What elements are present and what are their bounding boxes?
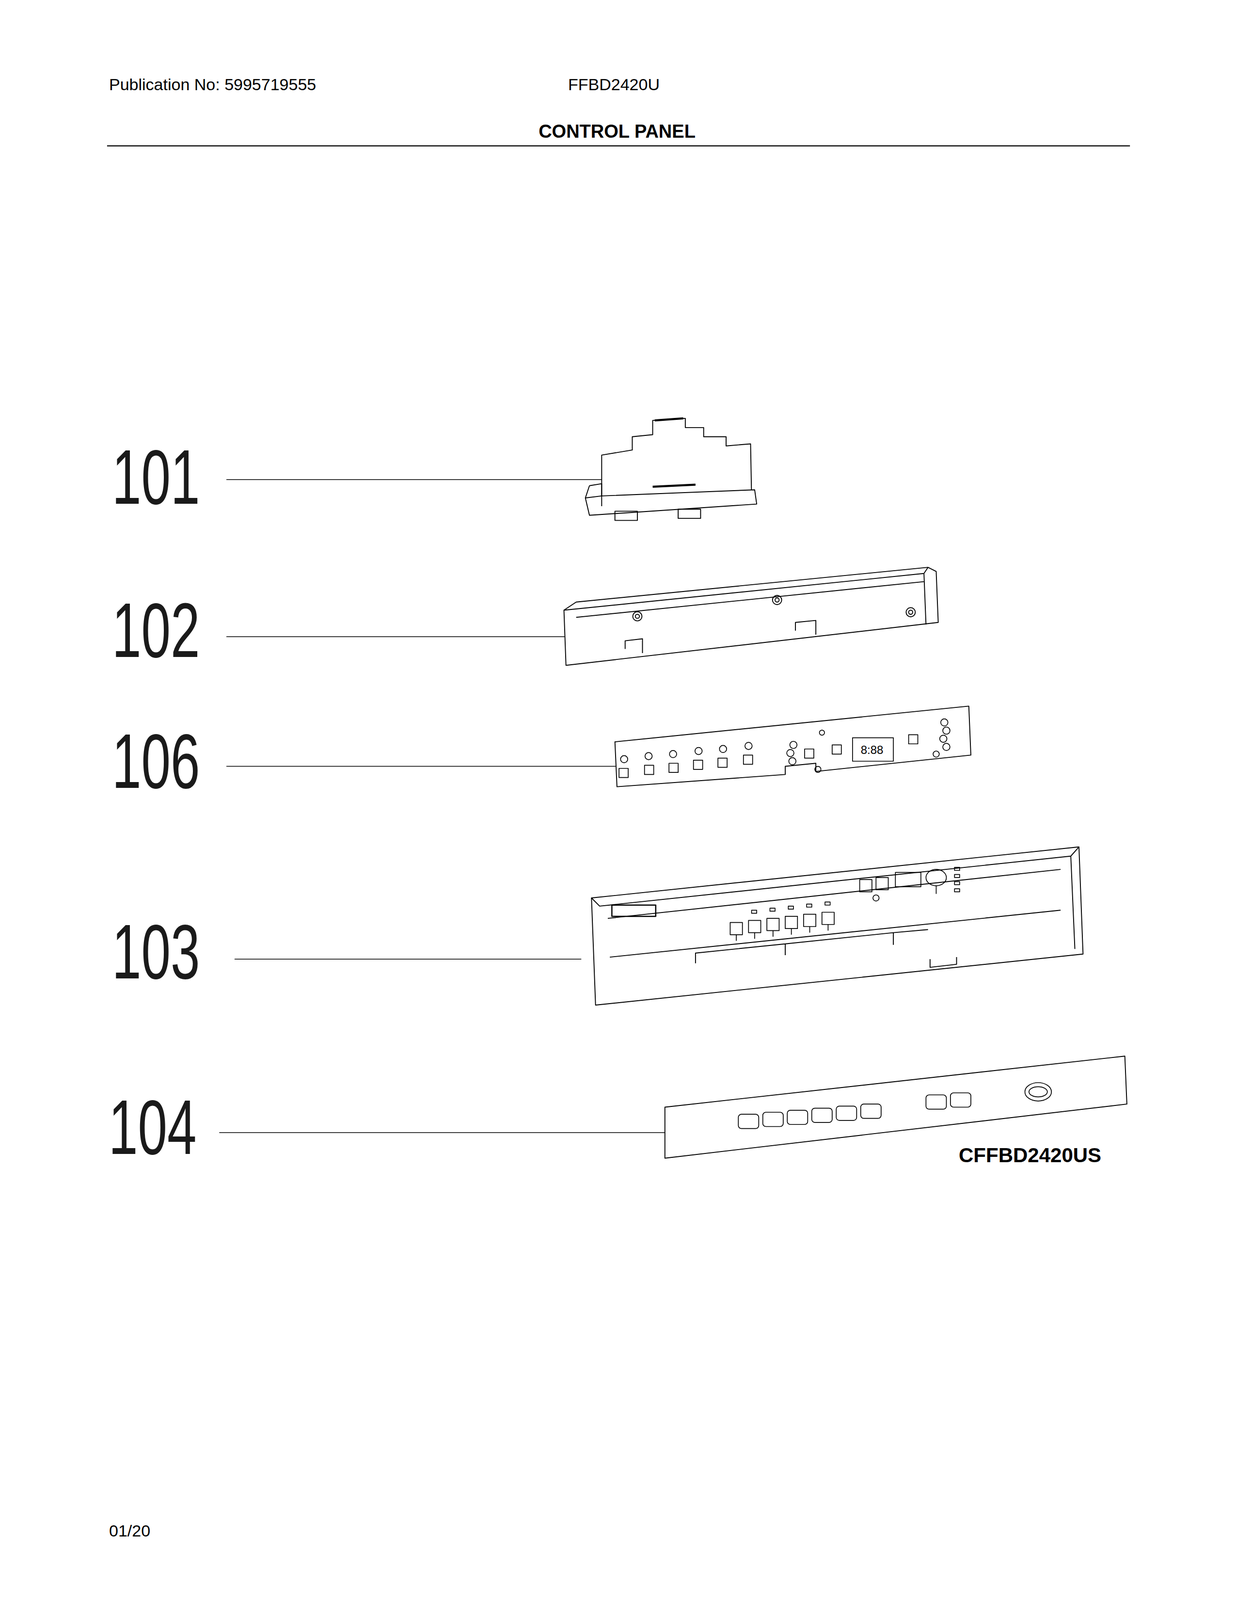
page-title: CONTROL PANEL [538,122,696,141]
bracket-part [585,418,757,521]
display-digits: 8:88 [860,744,884,756]
circuit-board [615,705,971,787]
header-rule [107,145,1130,147]
model-number: FFBD2420U [568,76,660,93]
callout-number: 104 [108,1088,197,1166]
publication-number: Publication No: 5995719555 [109,76,317,93]
date-code: 01/20 [109,1521,151,1539]
front-panel [591,846,1083,1005]
callout-number: 103 [111,912,201,991]
control-overlay [665,1055,1127,1158]
callout-number: 106 [111,722,201,800]
callout-number: 101 [111,438,201,516]
leader-lines [219,479,681,1133]
housing-part [563,567,938,666]
callout-number: 102 [111,591,201,669]
variant-code: CFFBD2420US [958,1144,1102,1166]
